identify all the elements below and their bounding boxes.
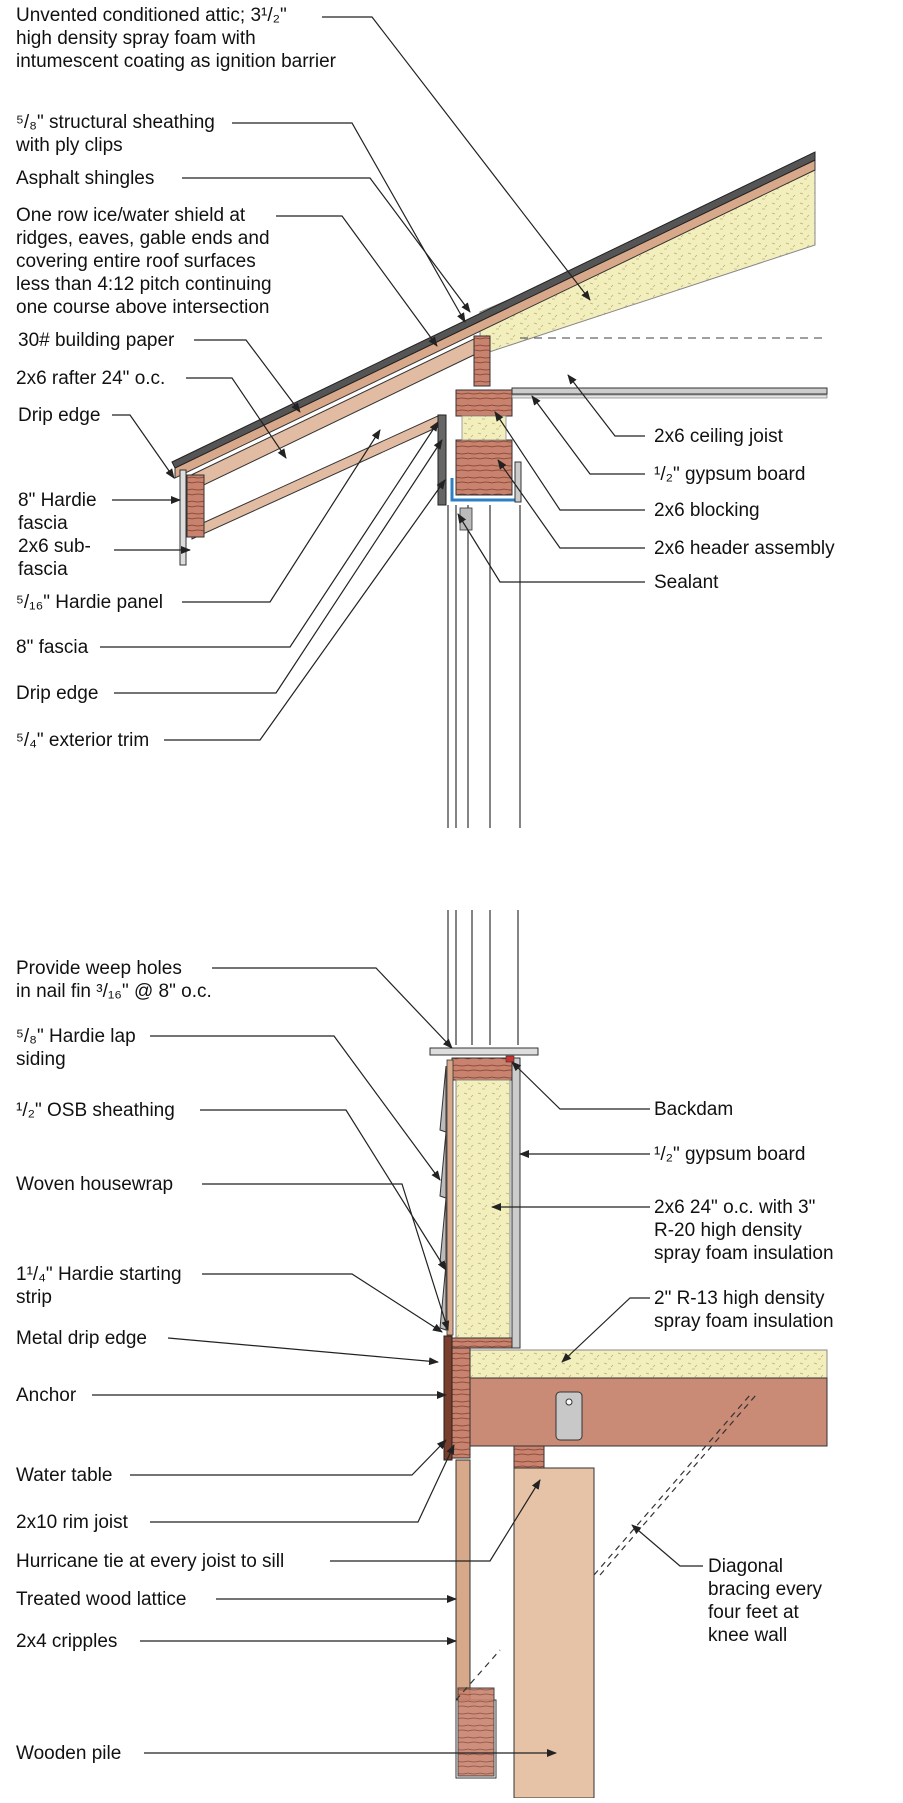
label-metal-drip-edge: Metal drip edge [16,1328,147,1349]
label-anchor: Anchor [16,1385,77,1406]
label-rafter: 2x6 rafter 24" o.c. [16,368,166,389]
asphalt-shingles [171,151,816,469]
wall-top-plate [451,1057,513,1081]
label-osb-sheathing: ¹/₂" OSB sheathing [16,1100,175,1121]
attic-spray-foam [479,169,816,356]
label-header-assembly: 2x6 header assembly [654,538,835,559]
window-sill [429,1047,539,1056]
roof-assembly [171,151,828,828]
label-sub-fascia: 2x6 sub- fascia [18,536,91,580]
label-drip-edge-top: Drip edge [18,405,101,426]
label-drip-edge-mid: Drip edge [16,683,99,704]
label-weep-holes: Provide weep holes in nail fin ³/₁₆" @ 8… [16,958,212,1002]
lower-window-frame [447,910,519,1045]
label-blocking: 2x6 blocking [654,500,760,521]
backdam [505,1055,515,1063]
label-rim-joist: 2x10 rim joist [16,1512,128,1533]
label-lap-siding: ⁵/₈" Hardie lap siding [16,1026,136,1070]
hardie-fascia [179,469,187,566]
label-wall-insulation: 2x6 24" o.c. with 3" R-20 high density s… [654,1197,834,1264]
label-ceiling-joist: 2x6 ceiling joist [654,426,783,447]
label-building-paper: 30# building paper [18,330,175,351]
label-ice-water-shield: One row ice/water shield at ridges, eave… [16,205,272,318]
label-cripples: 2x4 cripples [16,1631,118,1652]
cripple-base [457,1687,495,1777]
label-gypsum-top: ¹/₂" gypsum board [654,464,806,485]
label-sealant: Sealant [654,572,719,593]
diagonal-bracing [593,1394,751,1576]
soffit-panel [191,414,441,540]
wall-spray-foam [455,1079,511,1341]
top-blocking [473,335,491,387]
window-frame [447,505,521,828]
label-housewrap: Woven housewrap [16,1174,174,1195]
osb-sheathing [446,1059,454,1336]
floor-spray-foam [469,1349,828,1379]
label-hardie-fascia: 8" Hardie fascia [18,490,97,534]
ceiling-gypsum [511,394,828,399]
top-plate [455,389,513,417]
label-asphalt-shingles: Asphalt shingles [16,168,155,189]
label-starting-strip: 1¹/₄" Hardie starting strip [16,1264,182,1308]
lap-siding [439,1065,447,1331]
label-gypsum-bottom: ¹/₂" gypsum board [654,1144,806,1165]
wall-gypsum [511,1057,521,1349]
bottom-plate [451,1337,513,1349]
ceiling-joist [511,387,828,395]
label-wood-lattice: Treated wood lattice [16,1589,187,1610]
label-water-table: Water table [16,1465,113,1486]
label-structural-sheathing: ⁵/₈" structural sheathing with ply clips [16,112,215,156]
label-hurricane-tie: Hurricane tie at every joist to sill [16,1551,285,1572]
label-backdam: Backdam [654,1099,734,1120]
floor-assembly [429,910,828,1799]
sub-fascia [186,474,205,538]
label-floor-insulation: 2" R-13 high density spray foam insulati… [654,1288,834,1332]
leader-lines [92,16,703,1757]
wooden-pile [513,1467,595,1799]
hurricane-tie [555,1391,583,1441]
label-hardie-panel: ⁵/₁₆" Hardie panel [16,592,163,613]
interior-trim [514,461,522,503]
label-wooden-pile: Wooden pile [16,1743,122,1764]
label-exterior-trim: ⁵/₄" exterior trim [16,730,150,751]
label-unvented-attic: Unvented conditioned attic; 3¹/₂" high d… [16,5,337,72]
label-8in-fascia: 8" fascia [16,637,89,658]
rim-joist [451,1347,471,1459]
label-diagonal-bracing: Diagonal bracing every four feet at knee… [708,1556,823,1646]
exterior-trim [437,414,447,506]
floor-joist [469,1377,828,1447]
